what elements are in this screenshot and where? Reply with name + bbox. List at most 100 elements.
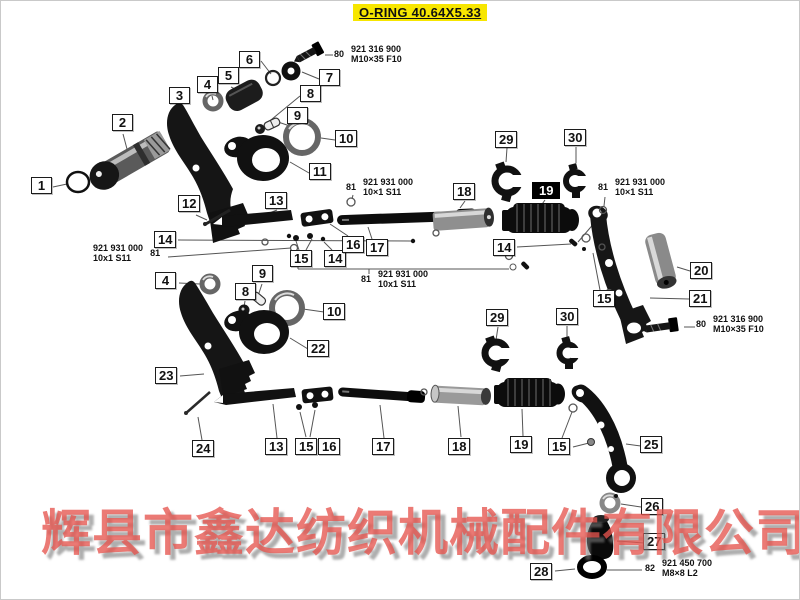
callout-26: 26 (641, 498, 664, 515)
part-number-ref: 81 (346, 181, 357, 192)
part-number-ref: 80 (696, 318, 707, 329)
part-cylinder-18-lower (430, 384, 491, 406)
part-number-line: 10×1 S11 (363, 186, 402, 197)
part-number-ref: 81 (361, 273, 372, 284)
callout-7: 7 (319, 69, 340, 86)
callout-10-upper: 10 (335, 130, 358, 147)
part-number-line: 921 931 000 (378, 269, 429, 279)
part-boot-27 (586, 515, 614, 560)
callout-15-lower-right: 15 (548, 438, 571, 455)
callout-13-upper: 13 (265, 192, 288, 209)
callout-25: 25 (640, 436, 663, 453)
part-bushing-26 (599, 492, 621, 514)
callout-13-lower: 13 (265, 438, 288, 455)
part-lever-25 (571, 384, 636, 493)
part-oring-1 (65, 170, 91, 194)
part-boot-19-upper (502, 203, 579, 233)
callout-24: 24 (192, 440, 215, 457)
part-number-ref: 80 (334, 48, 345, 59)
part-bolt-80-bottom (641, 317, 679, 333)
callout-3: 3 (169, 87, 190, 104)
part-boot-19-lower (494, 378, 565, 407)
callout-16-lower: 16 (318, 438, 341, 455)
part-number-line: 921 316 900 (351, 44, 402, 54)
washers-and-pins-upper (261, 197, 616, 307)
part-number-line: 10x1 S11 (93, 252, 132, 263)
callout-28: 28 (530, 563, 553, 580)
callout-14-right: 14 (493, 239, 516, 256)
callout-27: 27 (643, 533, 666, 550)
callout-9-lower: 9 (252, 265, 273, 282)
part-link-13-lower (214, 386, 334, 410)
part-sleeve-5 (225, 79, 263, 111)
part-ring-4-lower (199, 273, 221, 295)
part-oring-28 (577, 555, 607, 579)
part-clamp-29-lower (481, 335, 513, 373)
part-link-22 (224, 310, 289, 354)
callout-9-upper: 9 (287, 107, 308, 124)
part-arm-23 (179, 280, 255, 401)
callout-21: 21 (689, 290, 712, 307)
callout-30-lower: 30 (556, 308, 579, 325)
diagram-title: O-RING 40.64X5.33 (353, 4, 488, 21)
part-number-line: M10×35 F10 (351, 53, 402, 64)
part-number-line: M8×8 L2 (662, 567, 698, 578)
part-clamp-30-upper (563, 163, 589, 198)
callout-15-lower: 15 (295, 438, 318, 455)
part-lever-21 (588, 205, 651, 344)
part-number-line: 10×1 S11 (615, 186, 654, 197)
callout-5: 5 (218, 67, 239, 84)
callout-17-upper: 17 (366, 239, 389, 256)
callout-18-lower: 18 (448, 438, 471, 455)
callout-1: 1 (31, 177, 52, 194)
part-clamp-30-lower (556, 336, 582, 369)
part-number-ref: 82 (645, 562, 656, 573)
callout-19-lower: 19 (510, 436, 533, 453)
part-link-13-upper (213, 209, 334, 241)
callout-10-lower: 10 (323, 303, 346, 320)
part-ring-10-upper (283, 118, 321, 156)
part-cylinder-18-upper (432, 207, 494, 231)
callout-15-upper: 15 (290, 250, 313, 267)
part-link-11 (224, 135, 289, 181)
callout-2: 2 (112, 114, 133, 131)
part-number-ref: 81 (150, 247, 161, 258)
part-oring-6 (264, 69, 282, 87)
callout-19-highlighted: 19 (532, 182, 561, 199)
callout-30-upper: 30 (564, 129, 587, 146)
leader-lines (52, 54, 695, 572)
callout-8-lower: 8 (235, 283, 256, 300)
callout-11: 11 (309, 163, 331, 180)
callout-29-upper: 29 (495, 131, 518, 148)
callout-14-mid: 14 (324, 250, 347, 267)
part-rod-24 (184, 391, 211, 415)
part-pin-20 (645, 232, 677, 289)
callout-4-lower: 4 (155, 272, 176, 289)
part-bar-17-lower (338, 387, 426, 403)
callout-22: 22 (307, 340, 330, 357)
part-number-line: 921 931 000 (93, 243, 144, 253)
part-ring-4-upper (202, 90, 224, 112)
part-number-line: 921 931 000 (363, 177, 414, 187)
part-grommet-7 (281, 61, 301, 81)
callout-16-upper: 16 (342, 236, 365, 253)
part-number-line: 921 316 900 (713, 314, 764, 324)
callout-15-right: 15 (593, 290, 616, 307)
callout-23: 23 (155, 367, 178, 384)
callout-6: 6 (239, 51, 260, 68)
callout-17-lower: 17 (372, 438, 395, 455)
part-number-line: 10x1 S11 (378, 278, 417, 289)
part-bolt-80-top (293, 41, 325, 63)
part-number-line: M10×35 F10 (713, 323, 764, 334)
part-number-line: 921 450 700 (662, 558, 713, 568)
callout-29-lower: 29 (486, 309, 509, 326)
part-number-ref: 81 (598, 181, 609, 192)
part-number-line: 921 931 000 (615, 177, 666, 187)
callout-12: 12 (178, 195, 201, 212)
